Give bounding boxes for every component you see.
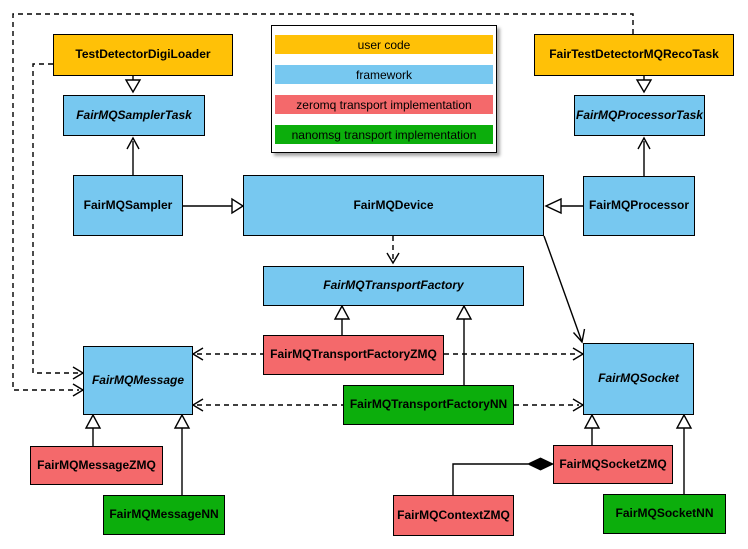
- legend-item-zeromq: zeromq transport implementation: [275, 95, 493, 114]
- class-label: FairMQContextZMQ: [397, 507, 510, 522]
- class-box-fairmqsocket: FairMQSocket: [583, 343, 694, 415]
- class-box-fairmqmessagenn: FairMQMessageNN: [103, 495, 225, 535]
- class-box-testdetectordigiloader: TestDetectorDigiLoader: [53, 34, 233, 76]
- class-label: FairMQMessageNN: [109, 507, 219, 522]
- edge-sampler-to-device: [183, 197, 245, 215]
- class-box-fairmqtransportfactoryzmq: FairMQTransportFactoryZMQ: [263, 335, 444, 375]
- edge-device-to-transportfactory: [386, 236, 400, 265]
- legend-item-label: zeromq transport implementation: [296, 97, 472, 112]
- class-label: FairMQTransportFactory: [323, 278, 464, 293]
- edge-factoryzmq-to-socket: [444, 347, 585, 361]
- class-box-fairmqsampler: FairMQSampler: [73, 175, 183, 236]
- class-label: FairMQProcessor: [588, 198, 690, 213]
- edge-factorynn-to-message: [191, 398, 343, 412]
- edge-factoryzmq-to-transportfactory: [333, 304, 351, 335]
- edge-factorynn-to-transportfactory: [455, 304, 473, 385]
- edge-recotask-to-processortask: [635, 76, 653, 94]
- edge-sampler-to-samplertask: [126, 136, 140, 175]
- class-label: FairMQSocketZMQ: [559, 456, 667, 471]
- class-box-fairtestdetectormqrecotask: FairTestDetectorMQRecoTask: [534, 34, 734, 76]
- edge-device-to-socket: [543, 235, 586, 344]
- class-label: FairTestDetectorMQRecoTask: [549, 47, 719, 62]
- edge-factoryzmq-to-message: [191, 347, 263, 361]
- legend: user code framework zeromq transport imp…: [271, 25, 497, 153]
- edge-processor-to-device: [544, 197, 583, 215]
- class-label: FairMQMessage: [91, 372, 185, 387]
- legend-item-label: framework: [355, 67, 412, 82]
- legend-item-nanomsg: nanomsg transport implementation: [275, 125, 493, 144]
- edge-messagenn-to-message: [173, 413, 191, 495]
- class-box-fairmqprocessor: FairMQProcessor: [583, 176, 695, 236]
- class-label: FairMQDevice: [353, 197, 434, 212]
- edge-contextzmq-to-socketzmq-composition: [452, 457, 555, 495]
- legend-item-user-code: user code: [275, 35, 493, 54]
- edge-processor-to-processortask: [637, 136, 651, 176]
- class-label: FairMQSampler: [83, 197, 173, 212]
- class-box-fairmqsamplertask: FairMQSamplerTask: [63, 95, 205, 136]
- class-box-fairmqtransportfactory: FairMQTransportFactory: [263, 266, 524, 306]
- class-label: FairMQProcessorTask: [576, 107, 703, 122]
- class-label: FairMQSocketNN: [615, 506, 714, 521]
- legend-item-framework: framework: [275, 65, 493, 84]
- class-box-fairmqtransportfactorynn: FairMQTransportFactoryNN: [343, 385, 514, 425]
- class-label: FairMQTransportFactoryZMQ: [270, 347, 437, 362]
- class-box-fairmqprocessortask: FairMQProcessorTask: [574, 95, 705, 136]
- class-box-fairmqsocketzmq: FairMQSocketZMQ: [553, 445, 673, 484]
- edge-digiloader-to-samplertask: [124, 76, 142, 94]
- edge-socketnn-to-socket: [675, 413, 693, 494]
- class-label: FairMQSamplerTask: [76, 107, 192, 122]
- edge-messagezmq-to-message: [84, 413, 102, 446]
- class-box-fairmqcontextzmq: FairMQContextZMQ: [393, 495, 514, 536]
- class-label: FairMQMessageZMQ: [37, 457, 156, 472]
- class-box-fairmqmessage: FairMQMessage: [83, 346, 193, 415]
- class-label: FairMQSocket: [598, 371, 679, 386]
- legend-item-label: nanomsg transport implementation: [291, 127, 477, 142]
- class-label: FairMQTransportFactoryNN: [349, 397, 508, 412]
- edge-factorynn-to-socket: [514, 398, 585, 412]
- class-box-fairmqdevice: FairMQDevice: [243, 175, 544, 236]
- class-box-fairmqmessagezmq: FairMQMessageZMQ: [30, 446, 163, 485]
- legend-item-label: user code: [357, 37, 411, 52]
- edge-socketzmq-to-socket: [583, 413, 601, 445]
- class-box-fairmqsocketnn: FairMQSocketNN: [603, 494, 726, 534]
- class-label: TestDetectorDigiLoader: [75, 47, 211, 62]
